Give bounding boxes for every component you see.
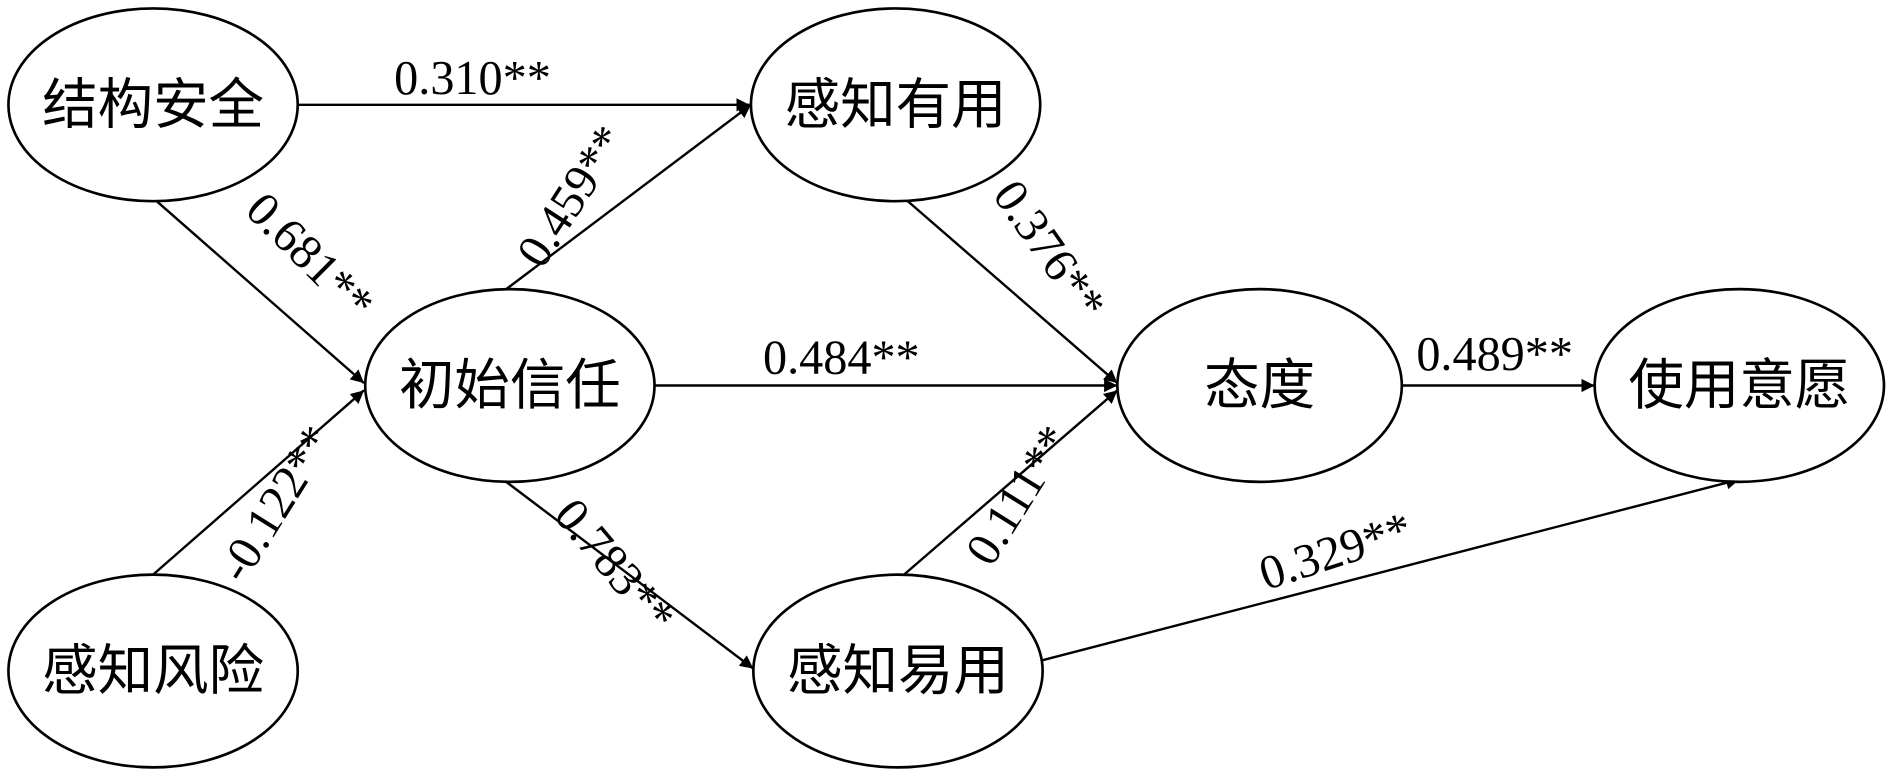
node-perceived-risk: 感知风险 bbox=[7, 573, 300, 769]
coef-security-trust: 0.681** bbox=[236, 182, 384, 330]
node-label: 结构安全 bbox=[42, 74, 264, 135]
edge-trust-ease bbox=[505, 480, 755, 670]
coef-risk-trust: -0.122** bbox=[208, 417, 344, 591]
coef-usefulness-attitude: 0.376** bbox=[983, 171, 1116, 330]
node-usage-intention: 使用意愿 bbox=[1593, 287, 1886, 484]
node-initial-trust: 初始信任 bbox=[363, 287, 656, 484]
coef-trust-ease: 0.783** bbox=[544, 489, 685, 643]
node-structural-security: 结构安全 bbox=[7, 7, 300, 203]
node-label: 感知风险 bbox=[42, 641, 264, 702]
edge-ease-intention bbox=[1042, 476, 1740, 662]
coef-ease-intention: 0.329** bbox=[1253, 502, 1418, 601]
node-label: 态度 bbox=[1204, 355, 1315, 416]
coef-trust-usefulness: 0.459** bbox=[507, 116, 637, 276]
node-label: 使用意愿 bbox=[1628, 355, 1850, 416]
edge-usefulness-attitude bbox=[905, 199, 1119, 385]
node-perceived-usefulness: 感知有用 bbox=[749, 7, 1042, 203]
coef-security-usefulness: 0.310** bbox=[394, 52, 551, 105]
node-attitude: 态度 bbox=[1116, 287, 1404, 484]
node-label: 初始信任 bbox=[399, 355, 621, 416]
node-label: 感知易用 bbox=[787, 641, 1009, 702]
coef-trust-attitude: 0.484** bbox=[763, 331, 920, 384]
edge-risk-trust bbox=[152, 389, 365, 576]
edge-ease-attitude bbox=[903, 389, 1119, 576]
node-perceived-ease-of-use: 感知易用 bbox=[752, 573, 1044, 769]
node-label: 感知有用 bbox=[785, 74, 1007, 135]
edge-trust-usefulness bbox=[505, 103, 752, 291]
coef-attitude-intention: 0.489** bbox=[1416, 328, 1573, 381]
coef-ease-attitude: 0.111** bbox=[956, 416, 1082, 574]
edge-security-trust bbox=[155, 200, 365, 384]
